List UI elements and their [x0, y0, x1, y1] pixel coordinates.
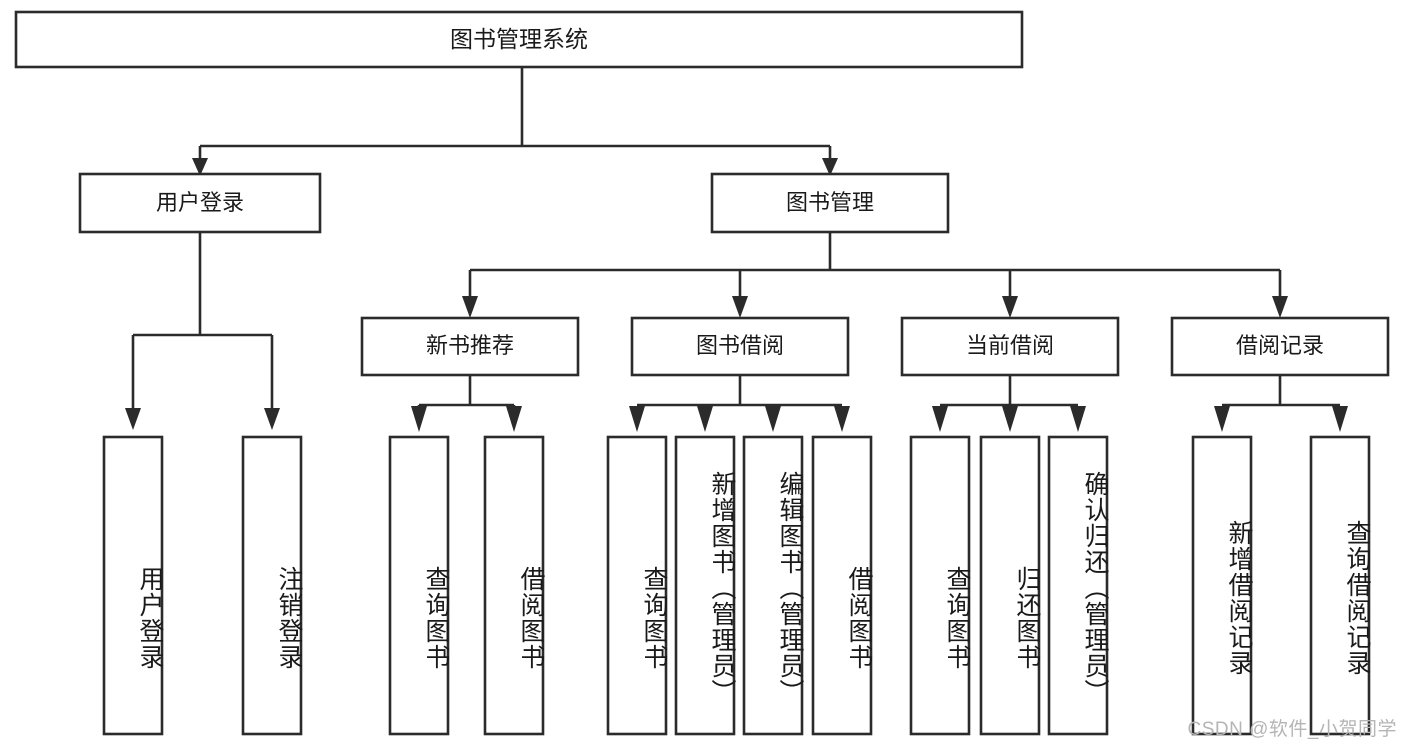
node-current-borrow-label: 当前借阅	[966, 333, 1054, 358]
arrow-head-leaf-query-record	[1332, 406, 1348, 432]
node-new-book-recommend-label: 新书推荐	[426, 333, 514, 358]
node-leaf-query-record[interactable]	[1309, 435, 1371, 736]
node-leaf-return-book[interactable]	[979, 435, 1041, 736]
node-leaf-user-login[interactable]	[102, 435, 164, 736]
node-root[interactable]	[14, 10, 1024, 69]
arrow-head-leaf-borrow-book-2	[834, 406, 850, 432]
arrow-head-current-borrow	[1002, 296, 1018, 318]
node-leaf-query-book-3[interactable]	[909, 435, 971, 736]
node-leaf-borrow-book-1[interactable]	[483, 435, 545, 736]
node-leaf-confirm-return[interactable]	[1047, 435, 1109, 736]
node-book-manage[interactable]	[710, 172, 950, 234]
arrow-head-book-borrow	[732, 296, 748, 318]
arrow-head-user-login	[192, 158, 208, 176]
arrow-head-leaf-logout	[264, 408, 280, 430]
node-leaf-query-book-1[interactable]	[388, 435, 450, 736]
node-book-manage-label: 图书管理	[786, 190, 874, 215]
arrow-head-leaf-query-book-3	[932, 406, 948, 432]
node-leaf-add-book[interactable]	[674, 435, 736, 736]
arrow-head-leaf-borrow-book-1	[506, 406, 522, 432]
arrow-head-new-book-recommend	[462, 296, 478, 318]
arrow-head-borrow-record	[1272, 296, 1288, 318]
arrow-head-leaf-query-book-2	[629, 406, 645, 432]
arrow-head-leaf-user-login	[125, 408, 141, 430]
arrow-head-leaf-confirm-return	[1070, 406, 1086, 432]
node-leaf-edit-book[interactable]	[742, 435, 804, 736]
node-leaf-add-record[interactable]	[1191, 435, 1253, 736]
node-leaf-logout[interactable]	[241, 435, 303, 736]
arrow-head-leaf-edit-book	[765, 406, 781, 432]
node-new-book-recommend[interactable]	[360, 316, 580, 377]
node-leaf-borrow-book-2[interactable]	[811, 435, 873, 736]
node-user-login[interactable]	[78, 172, 322, 234]
arrow-head-leaf-return-book	[1002, 406, 1018, 432]
csdn-watermark: CSDN @软件_小贺同学	[1187, 719, 1397, 740]
node-borrow-record-label: 借阅记录	[1236, 333, 1324, 358]
node-borrow-record[interactable]	[1170, 316, 1390, 377]
node-root-label: 图书管理系统	[450, 26, 588, 52]
node-book-borrow-label: 图书借阅	[696, 333, 784, 358]
node-current-borrow[interactable]	[900, 316, 1120, 377]
arrow-head-leaf-add-record	[1214, 406, 1230, 432]
node-leaf-query-book-2[interactable]	[606, 435, 668, 736]
arrow-head-leaf-add-book	[697, 406, 713, 432]
arrow-head-book-manage	[822, 158, 838, 176]
node-user-login-label: 用户登录	[156, 190, 244, 215]
arrow-head-leaf-query-book-1	[411, 406, 427, 432]
node-book-borrow[interactable]	[630, 316, 850, 377]
